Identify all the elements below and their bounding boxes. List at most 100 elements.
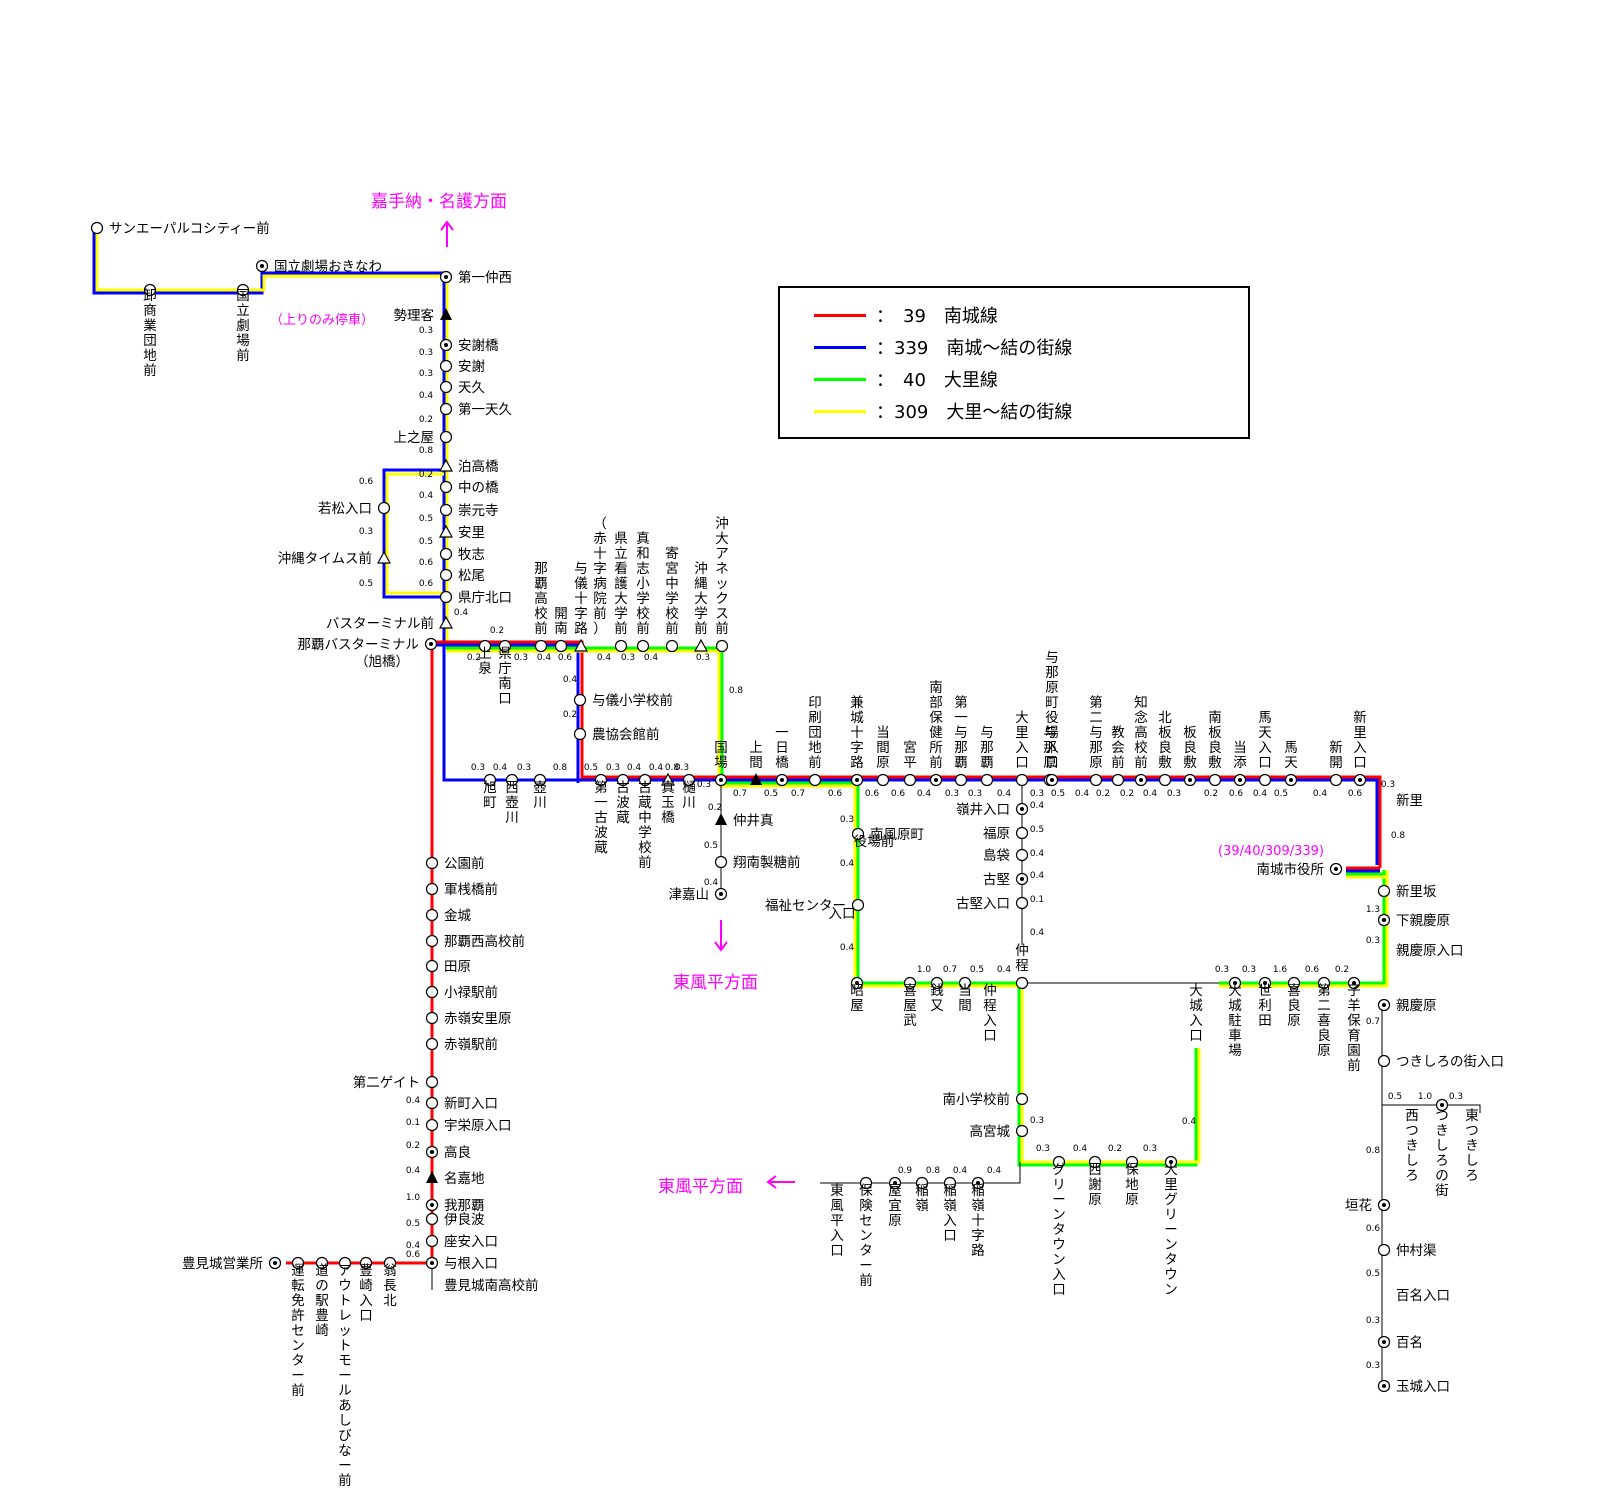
stop[interactable]: 新里坂: [1377, 884, 1438, 900]
stop[interactable]: 壺川: [533, 773, 547, 812]
stop[interactable]: 樋川: [682, 773, 696, 812]
stop[interactable]: 板良敷: [1183, 725, 1197, 787]
stop[interactable]: 子羊保育園前: [1347, 976, 1361, 1075]
stop[interactable]: 翔南製糖前: [714, 854, 801, 871]
stop[interactable]: 大城入口: [1189, 983, 1203, 1044]
stop[interactable]: 津嘉山: [669, 887, 728, 903]
stop[interactable]: 世利田: [1258, 976, 1272, 1030]
stop[interactable]: 古堅入口: [956, 896, 1029, 912]
stop[interactable]: 第一古波蔵: [594, 773, 608, 857]
stop[interactable]: 稲嶺: [915, 1176, 929, 1215]
stop[interactable]: 役場前: [854, 833, 895, 850]
stop[interactable]: 沖縄タイムス前: [278, 550, 392, 567]
stop[interactable]: 県庁北口: [439, 590, 513, 606]
stop[interactable]: 勢理客: [394, 307, 453, 324]
stop[interactable]: 馬天入口: [1258, 710, 1272, 787]
stop[interactable]: 豊崎入口: [359, 1256, 373, 1325]
stop[interactable]: 南板良敷: [1208, 710, 1222, 787]
stop[interactable]: 我那覇: [425, 1198, 485, 1214]
stop[interactable]: 与那原町役場入口: [1045, 650, 1059, 787]
stop[interactable]: 教会前: [1111, 725, 1125, 787]
stop[interactable]: 当間: [958, 976, 972, 1015]
stop[interactable]: 福原: [983, 826, 1029, 842]
stop[interactable]: 上之屋: [394, 430, 453, 446]
stop[interactable]: 宇栄原入口: [425, 1118, 512, 1134]
stop[interactable]: 公園前: [425, 855, 485, 872]
stop[interactable]: 稲嶺十字路: [971, 1176, 985, 1260]
stop[interactable]: 玉城入口: [1377, 1379, 1451, 1395]
stop[interactable]: 親慶原入口: [1396, 943, 1464, 959]
stop[interactable]: 名嘉地: [426, 1171, 485, 1187]
stop[interactable]: 仲村渠: [1377, 1243, 1438, 1259]
stop[interactable]: 那覇高校前: [534, 561, 548, 653]
stop[interactable]: 第二ゲイト: [353, 1074, 439, 1091]
stop[interactable]: 与那覇: [980, 725, 994, 787]
stop[interactable]: 与根入口: [425, 1256, 499, 1272]
stop[interactable]: 那覇西高校前: [425, 933, 526, 950]
stop[interactable]: 国立劇場おきなわ: [255, 259, 383, 275]
stop[interactable]: 旭町: [483, 773, 497, 812]
stop[interactable]: 新里入口: [1353, 710, 1367, 787]
stop[interactable]: 真玉橋: [660, 772, 675, 826]
stop[interactable]: 大城駐車場: [1228, 976, 1242, 1060]
stop[interactable]: 喜屋武: [903, 976, 917, 1030]
stop[interactable]: つきしろの街入口: [1377, 1054, 1505, 1070]
stop[interactable]: 当添: [1233, 740, 1247, 787]
stop[interactable]: 第一与那覇: [954, 694, 968, 787]
stop[interactable]: 田原: [425, 959, 472, 975]
stop[interactable]: 宮平: [903, 740, 917, 787]
stop[interactable]: 昭屋: [850, 976, 864, 1015]
stop[interactable]: 泊高橋: [438, 458, 499, 475]
stop[interactable]: 若松入口: [318, 501, 391, 517]
stop[interactable]: 東風平入口: [830, 1183, 844, 1259]
stop[interactable]: 牧志: [439, 547, 486, 563]
stop[interactable]: 新町入口: [425, 1096, 499, 1112]
stop[interactable]: 新里: [1396, 793, 1423, 809]
stop[interactable]: バスターミナル前: [326, 615, 454, 632]
stop[interactable]: 赤嶺安里原: [425, 1011, 512, 1027]
stop[interactable]: 南小学校前: [943, 1091, 1029, 1108]
stop[interactable]: 上間: [749, 740, 763, 785]
stop[interactable]: 座安入口: [425, 1234, 499, 1250]
stop[interactable]: 福祉センター: [765, 898, 865, 914]
stop[interactable]: 松尾: [439, 568, 486, 584]
stop[interactable]: 沖縄大学前: [693, 561, 708, 652]
stop[interactable]: 与儀十字路: [573, 561, 588, 652]
stop[interactable]: 親慶原: [1377, 998, 1437, 1014]
stop[interactable]: 南風原町: [851, 827, 925, 843]
stop[interactable]: 小禄駅前: [425, 984, 499, 1001]
stop[interactable]: グリーンタウン入口: [1052, 1155, 1066, 1299]
stop[interactable]: 垣花: [1345, 1198, 1391, 1214]
stop[interactable]: 古蔵中学校前: [638, 773, 652, 872]
stop[interactable]: 古堅: [983, 872, 1029, 888]
stop[interactable]: 真和志小学校前: [636, 531, 650, 653]
stop[interactable]: つきしろの街: [1435, 1098, 1449, 1200]
stop[interactable]: 開南: [554, 606, 568, 653]
stop[interactable]: 下親慶原: [1377, 913, 1451, 929]
stop[interactable]: 第二喜良原: [1317, 976, 1331, 1060]
stop[interactable]: 運転免許センター前: [291, 1256, 305, 1400]
stop[interactable]: 翁長北: [383, 1256, 397, 1310]
stop[interactable]: 那覇バスターミナル: [298, 637, 438, 653]
stop[interactable]: 南部保健所前: [929, 680, 943, 787]
stop[interactable]: 百名: [1377, 1335, 1424, 1351]
stop[interactable]: 知念高校前: [1134, 694, 1148, 787]
stop[interactable]: 古波蔵: [616, 773, 630, 827]
stop[interactable]: 豊見城南高校前: [444, 1277, 539, 1294]
stop[interactable]: 北板良敷: [1158, 710, 1172, 787]
stop[interactable]: 西壺川: [505, 773, 519, 827]
stop[interactable]: アウトレットモールあしびなー前: [338, 1256, 352, 1490]
stop[interactable]: 兼城十字路: [850, 695, 864, 787]
stop[interactable]: 卸商業団地前: [143, 283, 157, 380]
stop[interactable]: 入口: [829, 906, 856, 922]
stop[interactable]: 天久: [439, 380, 486, 396]
stop[interactable]: 仲程入口: [983, 983, 997, 1044]
stop[interactable]: 県庁南口: [498, 639, 512, 708]
stop[interactable]: 中の橋: [439, 480, 499, 496]
stop[interactable]: 西つきしろ: [1405, 1108, 1419, 1184]
stop[interactable]: 農協会館前: [573, 726, 660, 743]
stop[interactable]: 一日橋: [775, 725, 789, 787]
stop[interactable]: 高宮城: [970, 1123, 1029, 1140]
stop[interactable]: 国場: [714, 740, 728, 787]
stop[interactable]: 嶺井入口: [956, 802, 1029, 818]
